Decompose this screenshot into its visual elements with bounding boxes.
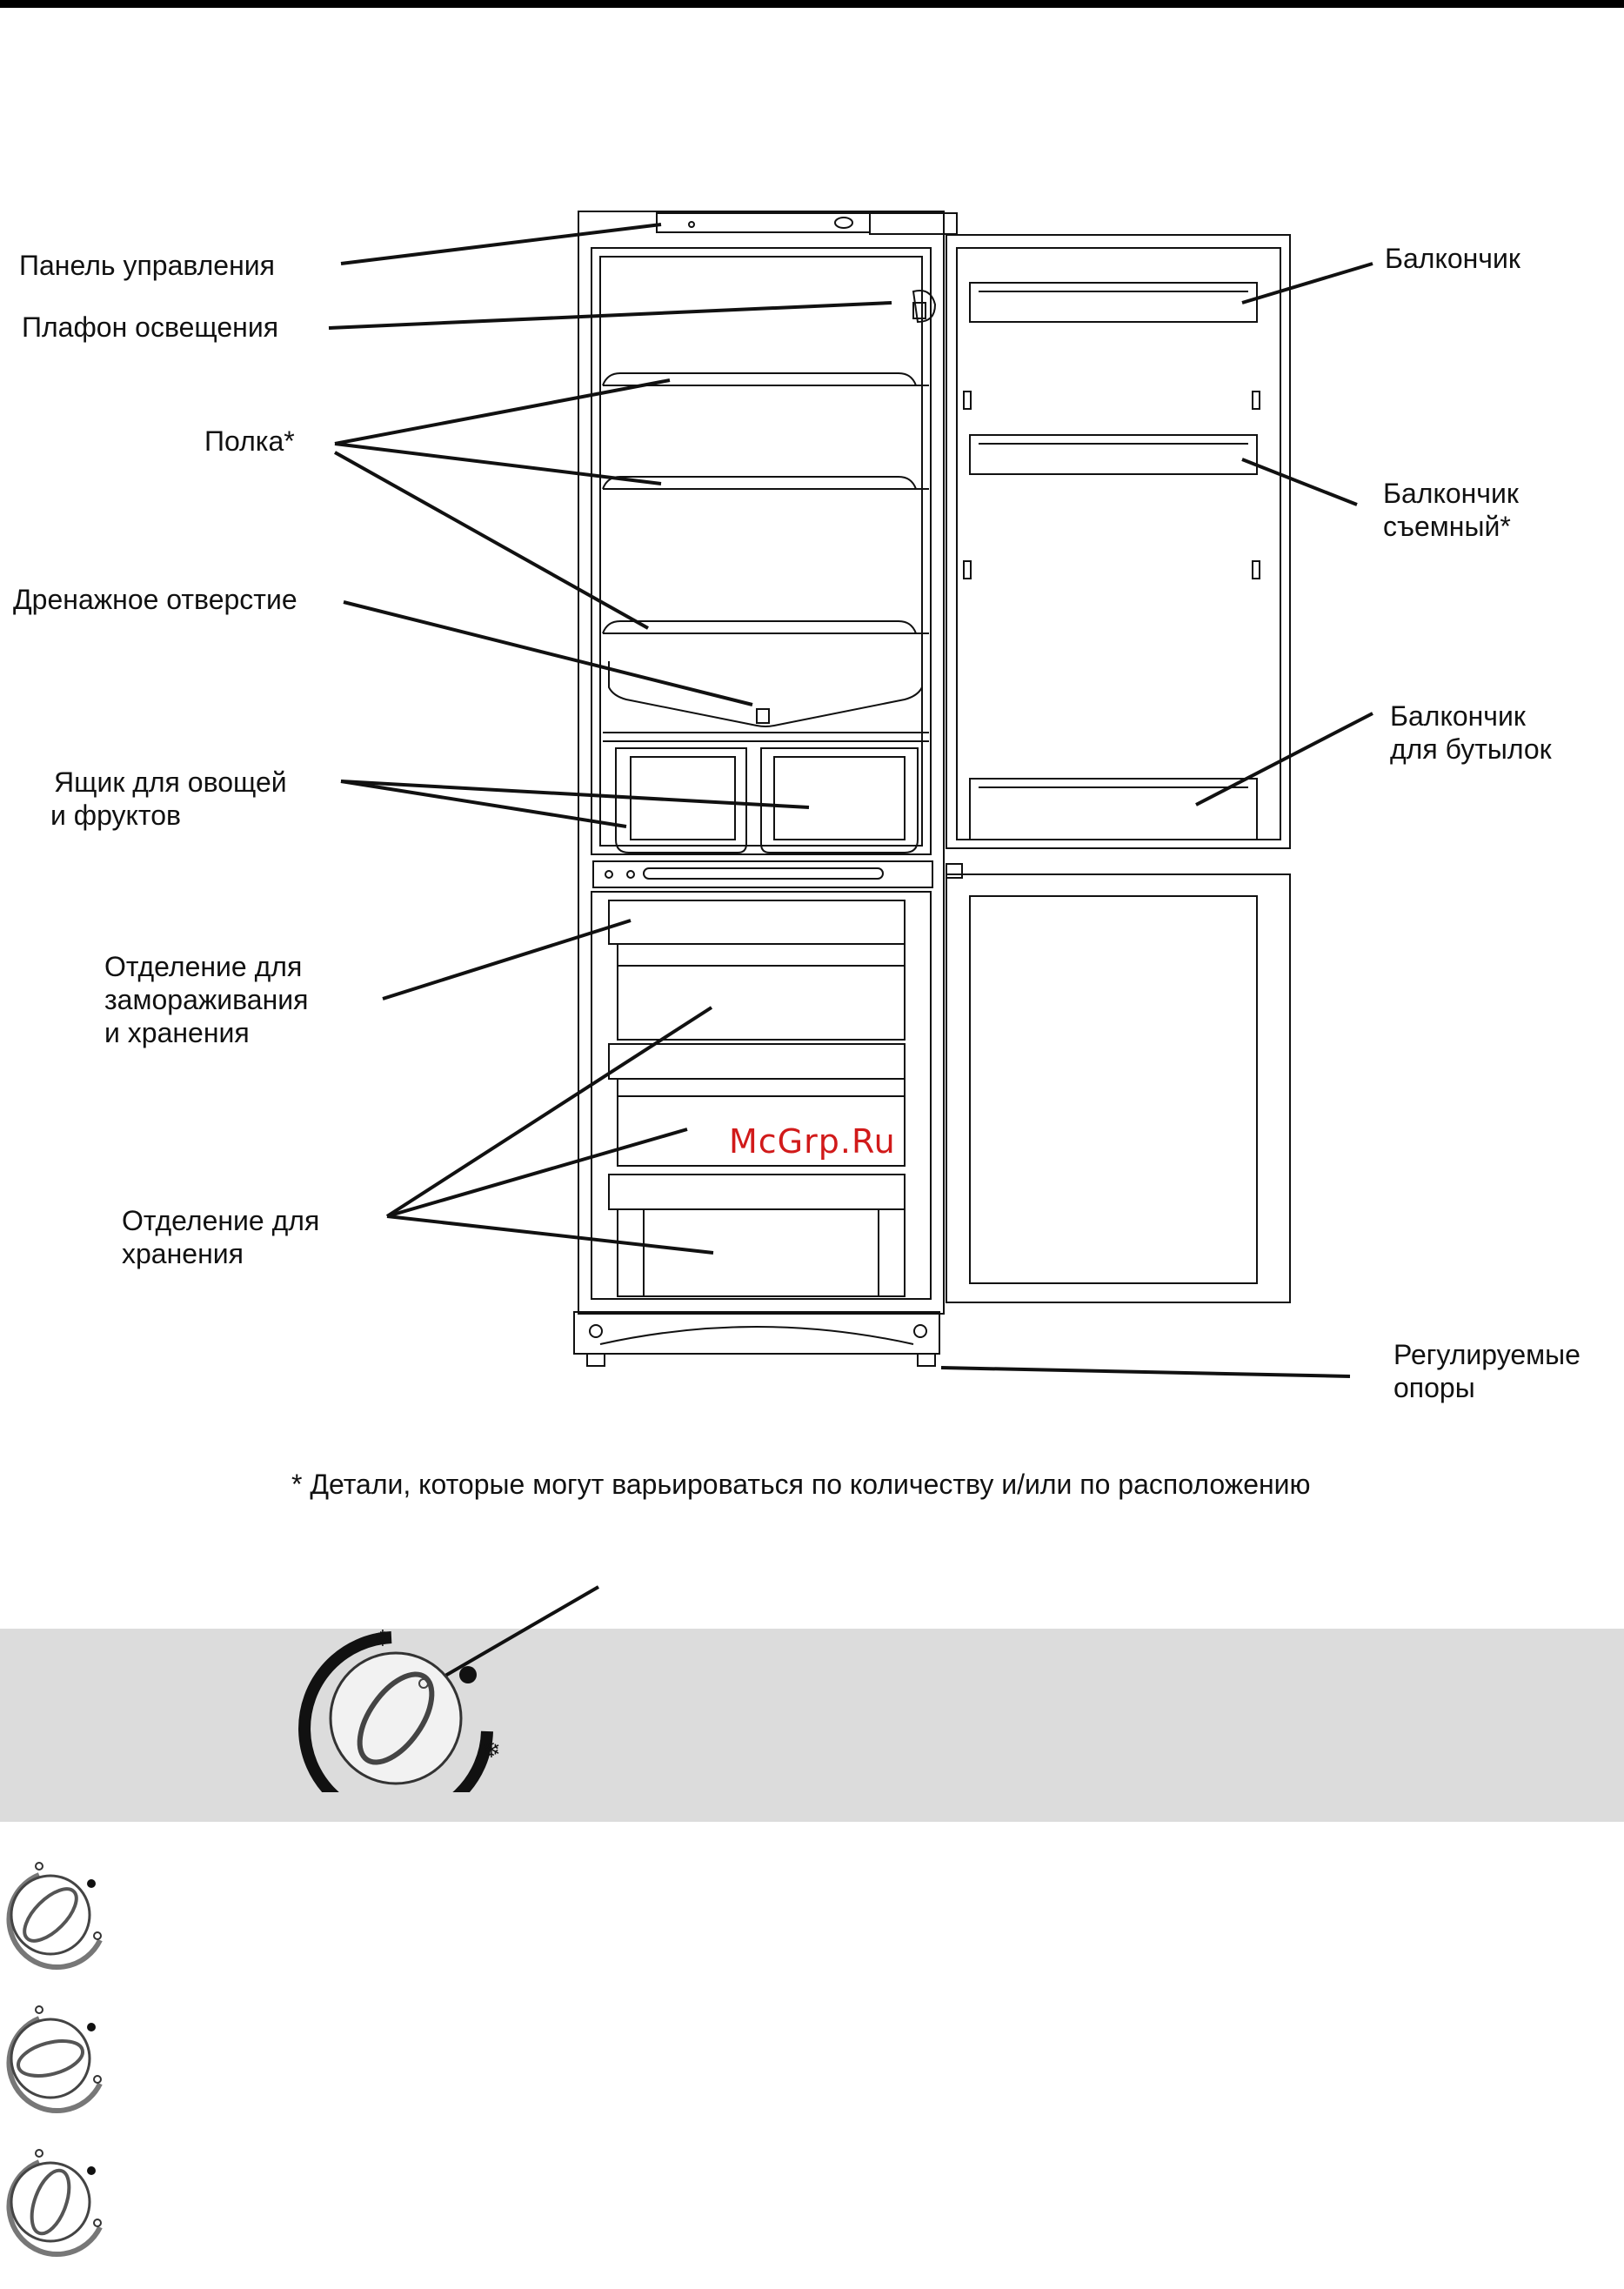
control-knob-area: ❄ ❄ [298, 1585, 600, 1792]
fridge-door [946, 234, 1291, 849]
label-light: Плафон освещения [22, 311, 279, 343]
knob-position-2 [6, 2005, 103, 2114]
footnote: * Детали, которые могут варьироваться по… [291, 1469, 1311, 1500]
snowflake-icon: ❄ [373, 1625, 392, 1651]
shelf-3 [602, 620, 929, 634]
label-control-panel: Панель управления [19, 250, 275, 281]
indicator-dot [459, 1666, 477, 1683]
top-rule [0, 0, 1624, 8]
label-freezer-compartment: Отделение для замораживания и хранения [104, 951, 309, 1048]
label-door-bin: Балкончик [1385, 243, 1520, 274]
label-adjustable-feet: Регулируемые опоры [1393, 1339, 1581, 1403]
label-crisper: Ящик для овощей и фруктов [50, 766, 287, 831]
fridge-diagram [328, 211, 1373, 1378]
label-storage-compartment: Отделение для хранения [122, 1205, 320, 1269]
shelf-1 [602, 372, 929, 386]
leader-lines [328, 223, 1373, 1378]
label-bottle-bin: Балкончик для бутылок [1390, 700, 1552, 765]
snowflake-icon: ❄ [482, 1737, 501, 1763]
fridge-body [573, 211, 958, 1367]
watermark: McGrp.Ru [729, 1122, 896, 1161]
crisper-drawers [615, 747, 919, 853]
label-removable-bin: Балкончик съемный* [1383, 478, 1519, 542]
label-drain-hole: Дренажное отверстие [13, 584, 297, 615]
freezer-door [946, 863, 1291, 1303]
freezer-drawers [608, 900, 906, 1297]
knob-position-3 [6, 2149, 103, 2258]
thermostat-knob-icon [298, 1631, 493, 1792]
control-band [0, 1629, 1624, 1822]
shelf-2 [602, 476, 929, 490]
label-shelf: Полка* [204, 425, 295, 457]
knob-position-1 [6, 1862, 103, 1971]
